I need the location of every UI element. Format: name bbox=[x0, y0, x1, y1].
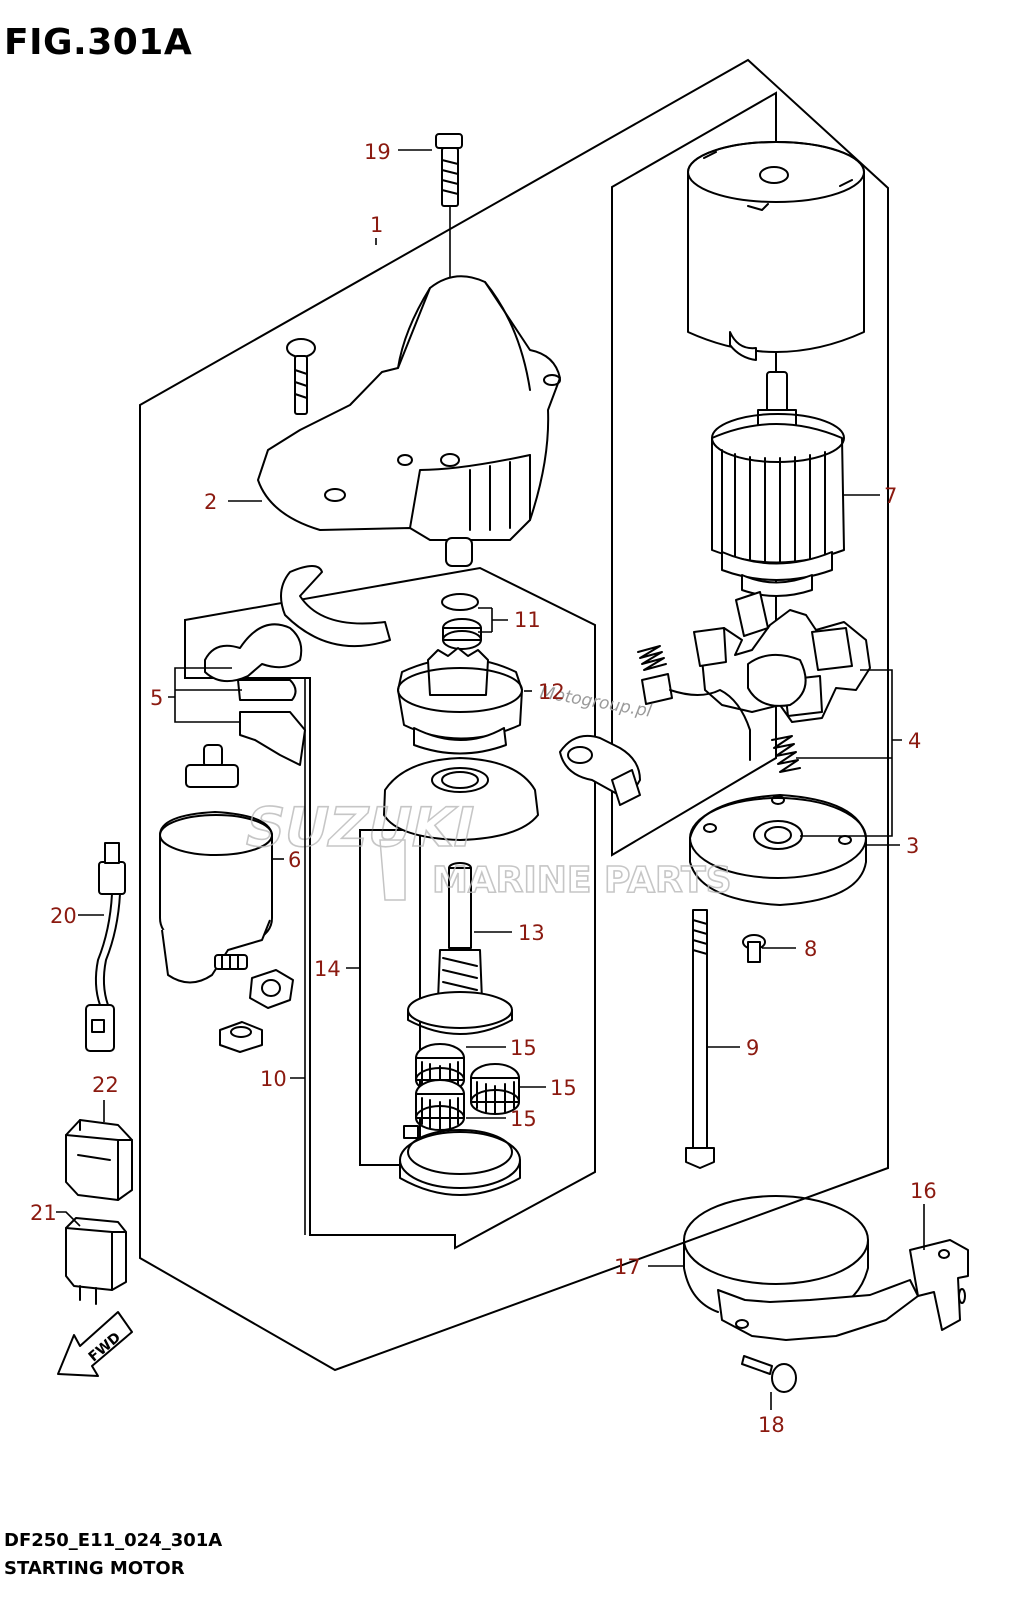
watermark-anchor-icon bbox=[379, 839, 406, 901]
callout-15-c: 15 bbox=[510, 1107, 537, 1131]
callout-6: 6 bbox=[288, 848, 301, 872]
armature-7-drawing bbox=[711, 371, 845, 597]
gear-15b-drawing bbox=[470, 1063, 520, 1115]
callout-labels: 19 1 2 11 12 5 6 4 7 3 8 9 10 13 14 15 1… bbox=[30, 140, 937, 1437]
callout-7: 7 bbox=[884, 484, 897, 508]
callout-11: 11 bbox=[514, 608, 541, 632]
screw-8-drawing bbox=[742, 934, 766, 963]
end-frame-3-drawing bbox=[689, 794, 867, 906]
callout-15-b: 15 bbox=[550, 1076, 577, 1100]
callout-2: 2 bbox=[204, 490, 217, 514]
lever-5-drawing bbox=[204, 565, 391, 766]
figure-title: FIG.301A bbox=[4, 22, 193, 63]
nut-drawing-a bbox=[249, 969, 294, 1009]
bracket-16-drawing bbox=[909, 1239, 969, 1331]
callout-12: 12 bbox=[538, 680, 565, 704]
callout-20: 20 bbox=[50, 904, 77, 928]
brush-holder-4-drawing bbox=[693, 591, 871, 723]
callout-13: 13 bbox=[518, 921, 545, 945]
screw-drawing bbox=[286, 338, 316, 415]
through-bolt-9-drawing bbox=[685, 909, 715, 1169]
spring-drawing-a bbox=[637, 645, 667, 671]
callout-18: 18 bbox=[758, 1413, 785, 1437]
callout-8: 8 bbox=[804, 937, 817, 961]
clamp-band-17-drawing bbox=[683, 1195, 919, 1341]
figure-code: DF250_E11_024_301A bbox=[4, 1530, 223, 1551]
callout-14: 14 bbox=[314, 957, 341, 981]
watermark-subtitle: MARINE PARTS bbox=[432, 860, 732, 901]
spring-drawing-b bbox=[771, 735, 801, 773]
watermark-brand: SUZUKI bbox=[239, 796, 480, 859]
leader-lines bbox=[56, 149, 925, 1410]
front-housing-14-drawing bbox=[383, 757, 539, 841]
callout-9: 9 bbox=[746, 1036, 759, 1060]
nut-drawing-b bbox=[219, 1021, 263, 1053]
brush-lead-drawing bbox=[559, 673, 751, 806]
ring-gear-drawing bbox=[399, 1125, 521, 1196]
drive-frame bbox=[184, 566, 596, 1250]
harness-20-drawing bbox=[85, 842, 126, 1052]
callout-16: 16 bbox=[910, 1179, 937, 1203]
gear-group-frame bbox=[359, 829, 421, 1166]
gear-15c-drawing bbox=[415, 1079, 465, 1131]
callout-5: 5 bbox=[150, 686, 163, 710]
relay-21-drawing bbox=[65, 1217, 127, 1305]
outer-assembly-frame bbox=[139, 58, 889, 1372]
callout-15-a: 15 bbox=[510, 1036, 537, 1060]
yoke-drawing bbox=[687, 141, 865, 361]
housing-2-drawing bbox=[257, 275, 561, 567]
callout-10: 10 bbox=[260, 1067, 287, 1091]
figure-name: STARTING MOTOR bbox=[4, 1558, 185, 1579]
callout-4: 4 bbox=[908, 729, 921, 753]
ring-11-drawing bbox=[441, 593, 482, 650]
callout-21: 21 bbox=[30, 1201, 57, 1225]
callout-19: 19 bbox=[364, 140, 391, 164]
solenoid-6-drawing bbox=[159, 744, 273, 984]
callout-17: 17 bbox=[614, 1255, 641, 1279]
fwd-arrow-icon bbox=[57, 1311, 133, 1377]
pinion-12-drawing bbox=[397, 647, 523, 755]
bolt-18-drawing bbox=[741, 1355, 797, 1393]
callout-1: 1 bbox=[370, 213, 383, 237]
callout-22: 22 bbox=[92, 1073, 119, 1097]
shaft-13-drawing bbox=[407, 862, 513, 1035]
callout-3: 3 bbox=[906, 834, 919, 858]
inner-motor-frame bbox=[611, 91, 777, 857]
relay-22-drawing bbox=[65, 1119, 133, 1201]
